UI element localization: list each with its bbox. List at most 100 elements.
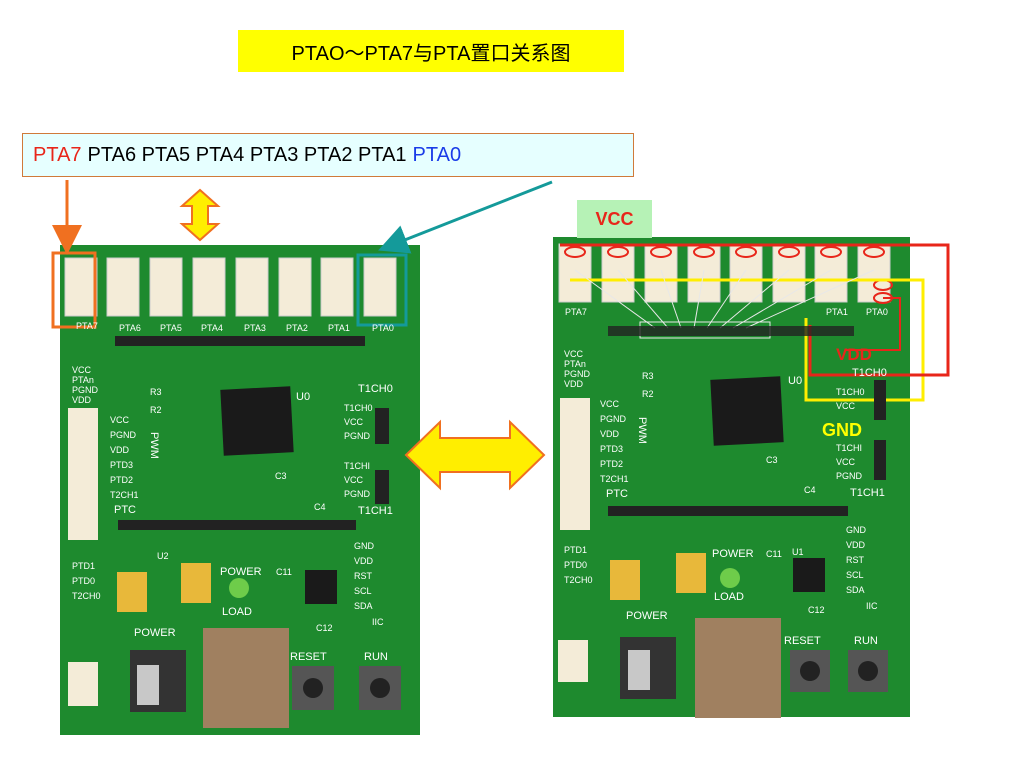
- right-headers: [558, 243, 891, 303]
- left-ptc-t2ch1: T2CH1: [110, 490, 139, 500]
- right-u0-label: U0: [788, 375, 803, 387]
- left-t1ch1-pin2: VCC: [344, 475, 364, 485]
- left-power-pgnd: PGND: [72, 385, 99, 395]
- right-power-label: POWER: [626, 610, 668, 622]
- left-t1ch0-pin1: T1CH0: [344, 403, 373, 413]
- left-header-label-pta7: PTA7: [76, 321, 98, 331]
- left-r2-label: R2: [150, 405, 162, 415]
- gnd-tag: GND: [822, 420, 862, 440]
- right-c12-label: C12: [808, 605, 825, 615]
- vertical-double-arrow: [179, 188, 221, 242]
- left-ptc-ptd2: PTD2: [110, 475, 134, 485]
- left-ptc-label: PTC: [114, 504, 136, 516]
- right-power-vdd: VDD: [564, 379, 584, 389]
- right-iic-rst: RST: [846, 555, 864, 565]
- left-power-label-2: POWER: [220, 566, 262, 578]
- left-header-label-pta5: PTA5: [160, 323, 182, 333]
- right-c11-label: C11: [766, 549, 782, 559]
- left-power-label: POWER: [134, 627, 176, 639]
- left-iic-label: IIC: [372, 617, 384, 627]
- left-c12-label: C12: [316, 623, 333, 633]
- vcc-tag: VCC: [577, 200, 652, 238]
- left-c4-label: C4: [314, 502, 326, 512]
- port-row-label: PTA7 PTA6 PTA5 PTA4 PTA3 PTA2 PTA1 PTA0: [22, 133, 634, 177]
- right-c3-label: C3: [766, 455, 778, 465]
- right-load-label: LOAD: [714, 591, 744, 603]
- right-ptc-vcc: VCC: [600, 399, 620, 409]
- left-iic-rst: RST: [354, 571, 372, 581]
- right-r2-label: R2: [642, 389, 654, 399]
- pta0-arrow: [378, 180, 553, 254]
- left-reset-label: RESET: [290, 651, 327, 663]
- right-t1ch1-label: T1CH1: [850, 487, 885, 499]
- pta7-label: PTA7: [33, 143, 82, 166]
- left-power-vdd: VDD: [72, 395, 92, 405]
- left-t1ch1-label: T1CH1: [358, 505, 393, 517]
- left-ptc-vdd: VDD: [110, 445, 130, 455]
- pta-middle-labels: PTA6 PTA5 PTA4 PTA3 PTA2 PTA1: [87, 143, 407, 166]
- right-t1ch0-pin1: T1CH0: [836, 387, 865, 397]
- vdd-tag: VDD: [836, 345, 872, 364]
- left-mcu: [220, 386, 294, 456]
- right-ptc-ptd2: PTD2: [600, 459, 624, 469]
- left-power-vcc: VCC: [72, 365, 92, 375]
- left-ptc-ptd3: PTD3: [110, 460, 134, 470]
- right-mcu: [710, 376, 784, 446]
- right-t1ch1-pin3: PGND: [836, 471, 863, 481]
- left-header-label-pta4: PTA4: [201, 323, 223, 333]
- left-bottom-ptd1: PTD1: [72, 561, 96, 571]
- right-iic-sda: SDA: [846, 585, 865, 595]
- right-iic-gnd: GND: [846, 525, 866, 535]
- horizontal-double-arrow: [404, 419, 546, 491]
- right-header-label-pta0: PTA0: [866, 307, 888, 317]
- right-ptc-label: PTC: [606, 488, 628, 500]
- right-t1ch0-pin2: VCC: [836, 401, 856, 411]
- left-bottom-ptd0: PTD0: [72, 576, 96, 586]
- right-t1ch1-pin1: T1CHI: [836, 443, 863, 453]
- left-load-label: LOAD: [222, 606, 252, 618]
- right-bottom-ptd1: PTD1: [564, 545, 588, 555]
- right-bottom-ptd0: PTD0: [564, 560, 588, 570]
- left-pwm-label: PWM: [147, 432, 160, 459]
- left-r3-label: R3: [150, 387, 162, 397]
- right-iic-vdd: VDD: [846, 540, 866, 550]
- left-ptc-vcc: VCC: [110, 415, 130, 425]
- right-power-vcc: VCC: [564, 349, 584, 359]
- right-iic-label: IIC: [866, 601, 878, 611]
- right-c4-label: C4: [804, 485, 816, 495]
- left-c3-label: C3: [275, 471, 287, 481]
- right-t1ch0-label: T1CH0: [852, 367, 887, 379]
- left-header-label-pta3: PTA3: [244, 323, 266, 333]
- right-power-label-2: POWER: [712, 548, 754, 560]
- left-iic-gnd: GND: [354, 541, 374, 551]
- left-t1ch1-pin3: PGND: [344, 489, 371, 499]
- left-iic-scl: SCL: [354, 586, 372, 596]
- left-headers: [64, 257, 397, 317]
- left-c11-label: C11: [276, 567, 292, 577]
- left-power-ptan: PTAn: [72, 375, 94, 385]
- left-iic-sda: SDA: [354, 601, 373, 611]
- right-ptc-t2ch1: T2CH1: [600, 474, 629, 484]
- pta7-highlight: [51, 251, 97, 329]
- left-usb: [203, 628, 289, 728]
- left-header-label-pta2: PTA2: [286, 323, 308, 333]
- left-header-label-pta6: PTA6: [119, 323, 141, 333]
- pta0-highlight: [356, 253, 408, 327]
- pta0-label: PTA0: [412, 143, 462, 166]
- right-ptc-ptd3: PTD3: [600, 444, 624, 454]
- right-power-pgnd: PGND: [564, 369, 591, 379]
- left-run-label: RUN: [364, 651, 388, 663]
- right-header-label-pta7: PTA7: [565, 307, 587, 317]
- left-header-label-pta1: PTA1: [328, 323, 350, 333]
- left-t1ch0-pin2: VCC: [344, 417, 364, 427]
- right-ptc-vdd: VDD: [600, 429, 620, 439]
- left-u0-label: U0: [296, 391, 311, 403]
- right-usb: [695, 618, 781, 718]
- right-bottom-t2ch0: T2CH0: [564, 575, 593, 585]
- left-t1ch0-label: T1CH0: [358, 383, 393, 395]
- left-u2-label: U2: [157, 551, 169, 561]
- right-power-ptan: PTAn: [564, 359, 586, 369]
- right-header-label-pta1: PTA1: [826, 307, 848, 317]
- left-iic-vdd: VDD: [354, 556, 374, 566]
